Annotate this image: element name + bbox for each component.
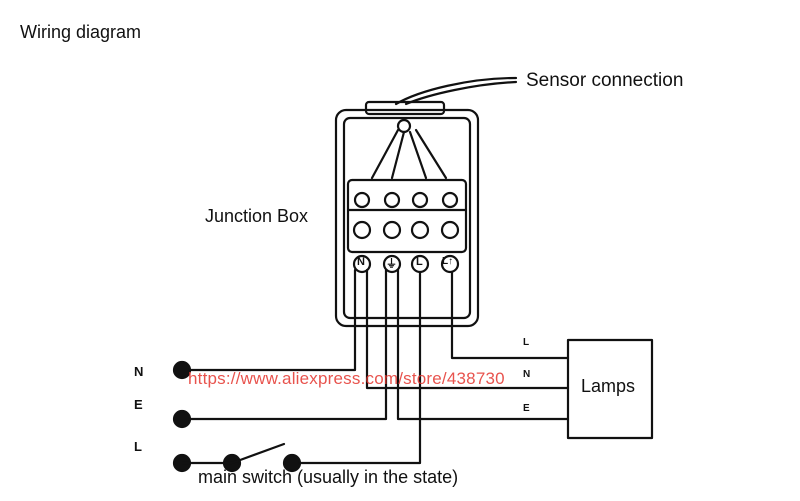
lamp-wire-label-n: N [523, 369, 530, 380]
junction-box-housing [336, 110, 478, 326]
lamps-label: Lamps [581, 376, 635, 397]
box-terminal-l-out: L↑ [442, 256, 453, 267]
source-label-e: E [134, 397, 143, 412]
sensor-connection-label: Sensor connection [526, 70, 683, 92]
cable-entry [398, 120, 410, 132]
screw [413, 193, 427, 207]
live-wire [300, 272, 420, 463]
box-terminal-earth: ⏚ [386, 255, 397, 271]
lamp-wire-label-l: L [523, 337, 529, 348]
screw [384, 222, 400, 238]
box-terminal-n: N [357, 256, 365, 268]
earth-wire [190, 270, 386, 419]
internal-lead [416, 130, 446, 178]
earth-lamp-wire [398, 270, 568, 419]
source-terminal-e [174, 411, 190, 427]
junction-box-label: Junction Box [205, 206, 308, 227]
screw [355, 193, 369, 207]
internal-lead [410, 132, 426, 178]
box-terminal-l: L [416, 256, 423, 268]
screw [385, 193, 399, 207]
main-switch-label: main switch (usually in the state) [198, 467, 458, 488]
lamp-wire-label-e: E [523, 403, 530, 414]
neutral-wire [190, 270, 355, 370]
watermark-url: https://www.aliexpress.com/store/438730 [188, 369, 505, 389]
screw [443, 193, 457, 207]
switch-blade [232, 444, 284, 463]
screw [412, 222, 428, 238]
screw [442, 222, 458, 238]
page-title: Wiring diagram [20, 22, 141, 43]
source-label-n: N [134, 364, 143, 379]
source-label-l: L [134, 439, 142, 454]
terminal-block [348, 180, 466, 252]
screw [354, 222, 370, 238]
